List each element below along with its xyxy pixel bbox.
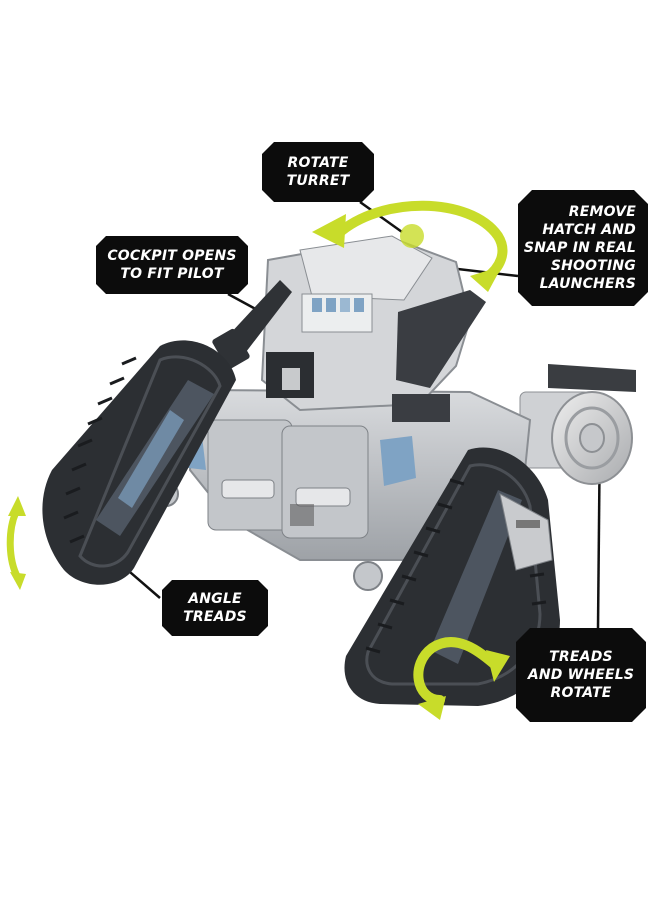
side-wheel	[519, 364, 636, 485]
callout-treads-wheels: TREADS AND WHEELS ROTATE	[516, 628, 646, 722]
callout-remove-hatch: REMOVE HATCH AND SNAP IN REAL SHOOTING L…	[518, 190, 648, 306]
left-tread	[42, 340, 237, 585]
tread-rotate-arrow-icon	[413, 637, 510, 720]
rotate-arrow-head-right	[470, 266, 502, 292]
rotate-arrow-icon	[333, 200, 508, 283]
angle-arrow-icon	[6, 496, 26, 590]
rotate-arrow-head-left	[312, 214, 346, 248]
callout-rotate-turret: ROTATE TURRET	[262, 142, 374, 202]
callout-angle-treads: ANGLE TREADS	[162, 580, 268, 636]
right-tread	[344, 447, 560, 706]
callout-cockpit-opens: COCKPIT OPENS TO FIT PILOT	[96, 236, 248, 294]
tank-turret	[212, 224, 486, 422]
